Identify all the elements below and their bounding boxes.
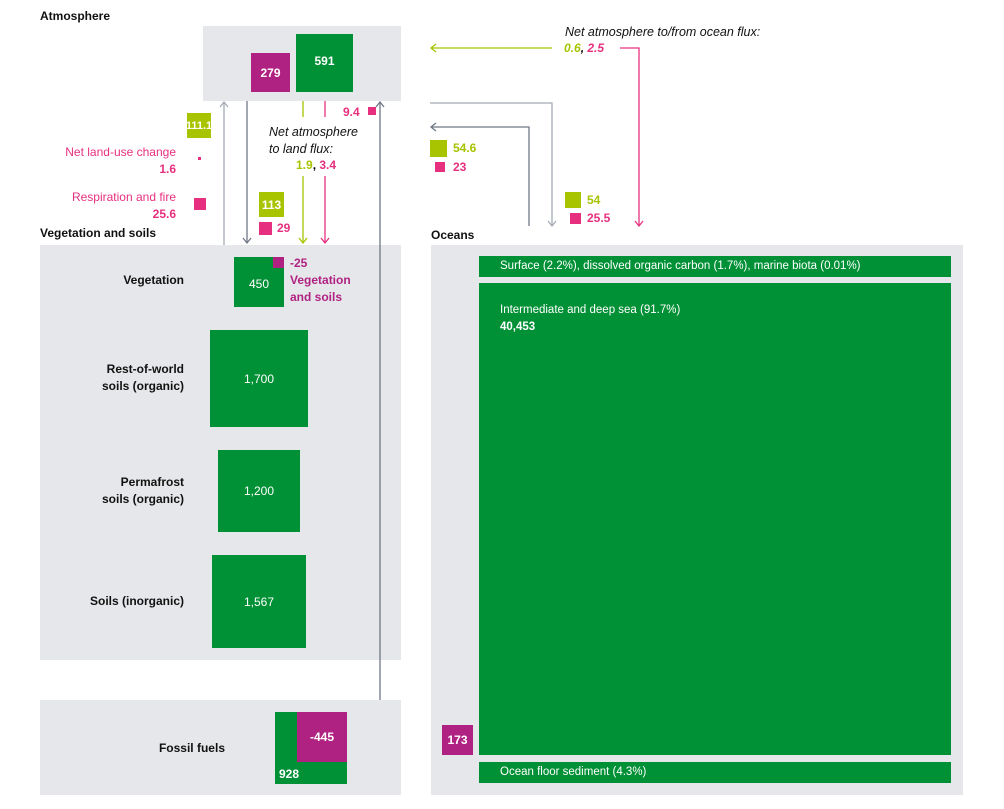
net-land-flux-label-line1: Net atmosphere [269, 125, 358, 139]
atmosphere-to-land-arrow [242, 101, 252, 245]
rest-of-world-soils-value: 1,700 [243, 371, 275, 386]
fossil-fuels-value: 928 [279, 767, 300, 781]
land-down-natural-value: 113 [261, 197, 282, 212]
inorganic-soils-box: 1,567 [212, 555, 306, 648]
land-up-natural-box: 111.1 [185, 113, 213, 138]
respiration-label: Respiration and fire [71, 190, 176, 204]
net-land-anthro-arrow [320, 101, 330, 245]
vegetation-change-value: -25 [290, 256, 308, 270]
net-ocean-natural-arrow [429, 43, 552, 53]
ocean-change-value: 173 [447, 733, 468, 747]
net-ocean-natural-value: 0.6 [564, 41, 581, 55]
net-land-flux-label-line2: to land flux: [269, 142, 333, 156]
ocean-down-anthro-square [570, 213, 581, 224]
land-up-natural-value: 111.1 [185, 119, 213, 132]
vegetation-soils-title: Vegetation and soils [40, 226, 157, 240]
vegetation-change-square [273, 257, 284, 268]
ocean-deep-sea-label: Intermediate and deep sea (91.7%) [500, 304, 681, 316]
ocean-change-box: 173 [442, 725, 473, 755]
ocean-up-anthro-value: 23 [453, 160, 467, 174]
ocean-up-anthro-square [435, 162, 445, 172]
net-land-use-label: Net land-use change [65, 145, 176, 159]
vegetation-change-label-line2: and soils [290, 290, 343, 304]
net-land-flux-values: 1.9, 3.4 [296, 158, 336, 172]
ocean-up-natural-square [430, 140, 447, 157]
inorganic-soils-label: Soils (inorganic) [89, 594, 184, 608]
rest-of-world-soils-label-line2: soils (organic) [101, 379, 184, 393]
land-down-anthro-value: 29 [277, 221, 291, 235]
fossil-fuels-change-value: -445 [310, 730, 335, 744]
net-ocean-anthro-value: 2.5 [587, 41, 605, 55]
ocean-up-natural-value: 54.6 [453, 141, 477, 155]
land-to-atmosphere-arrow [219, 100, 229, 245]
ocean-surface-band: Surface (2.2%), dissolved organic carbon… [479, 256, 951, 277]
vegetation-change-label-line1: Vegetation [290, 273, 351, 287]
permafrost-soils-box: 1,200 [218, 450, 300, 532]
land-down-natural-box: 113 [259, 192, 284, 217]
net-land-separator: , [312, 158, 320, 172]
oceans-title: Oceans [431, 228, 475, 242]
respiration-square [194, 198, 206, 210]
net-land-anthro-value: 3.4 [319, 158, 337, 172]
ocean-down-natural-square [565, 192, 581, 208]
rest-of-world-soils-box: 1,700 [210, 330, 308, 427]
atmosphere-store-value: 591 [314, 54, 335, 68]
net-ocean-flux-label: Net atmosphere to/from ocean flux: [565, 25, 761, 39]
ocean-deep-sea-box: Intermediate and deep sea (91.7%) 40,453 [479, 283, 951, 755]
inorganic-soils-value: 1,567 [243, 594, 275, 609]
net-land-use-square [198, 157, 201, 160]
permafrost-soils-label-line1: Permafrost [120, 475, 184, 489]
vegetation-value: 450 [248, 277, 270, 291]
atmosphere-to-ocean-arrow [430, 102, 557, 228]
ocean-sediment-band: Ocean floor sediment (4.3%) [479, 762, 951, 783]
permafrost-soils-label-line2: soils (organic) [101, 492, 184, 506]
fossil-to-atm-value: 9.4 [343, 105, 360, 119]
fossil-to-atm-square [368, 107, 376, 115]
net-ocean-flux-values: 0.6, 2.5 [564, 41, 604, 55]
atmosphere-store-box: 591 [296, 34, 353, 92]
fossil-fuels-label: Fossil fuels [158, 741, 225, 755]
fossil-fuels-change-box [297, 712, 347, 762]
net-land-flux-label: Net atmosphere to land flux: [269, 124, 358, 158]
net-ocean-separator: , [580, 41, 588, 55]
vegetation-change-label: -25 Vegetation and soils [290, 255, 351, 306]
ocean-down-anthro-value: 25.5 [587, 211, 611, 225]
net-land-natural-value: 1.9 [296, 158, 313, 172]
permafrost-soils-value: 1,200 [243, 484, 275, 498]
net-land-natural-arrow [298, 101, 308, 245]
ocean-sediment-label: Ocean floor sediment (4.3%) [500, 766, 647, 778]
ocean-deep-sea-value: 40,453 [500, 321, 536, 333]
atmosphere-change-value: 279 [260, 65, 281, 80]
land-down-anthro-square [259, 222, 272, 235]
net-ocean-anthro-arrow [620, 47, 644, 228]
respiration-value: 25.6 [152, 207, 176, 221]
ocean-to-atmosphere-arrow [429, 122, 530, 226]
atmosphere-change-box: 279 [251, 53, 290, 92]
net-land-use-value: 1.6 [159, 162, 176, 176]
fossil-to-atmosphere-arrow [375, 100, 385, 700]
rest-of-world-soils-label-line1: Rest-of-world [106, 362, 184, 376]
permafrost-soils-label: Permafrost soils (organic) [40, 474, 184, 508]
vegetation-label: Vegetation [123, 273, 184, 287]
ocean-down-natural-value: 54 [587, 193, 601, 207]
rest-of-world-soils-label: Rest-of-world soils (organic) [40, 361, 184, 395]
atmosphere-title: Atmosphere [40, 9, 111, 23]
ocean-surface-label: Surface (2.2%), dissolved organic carbon… [500, 260, 861, 272]
